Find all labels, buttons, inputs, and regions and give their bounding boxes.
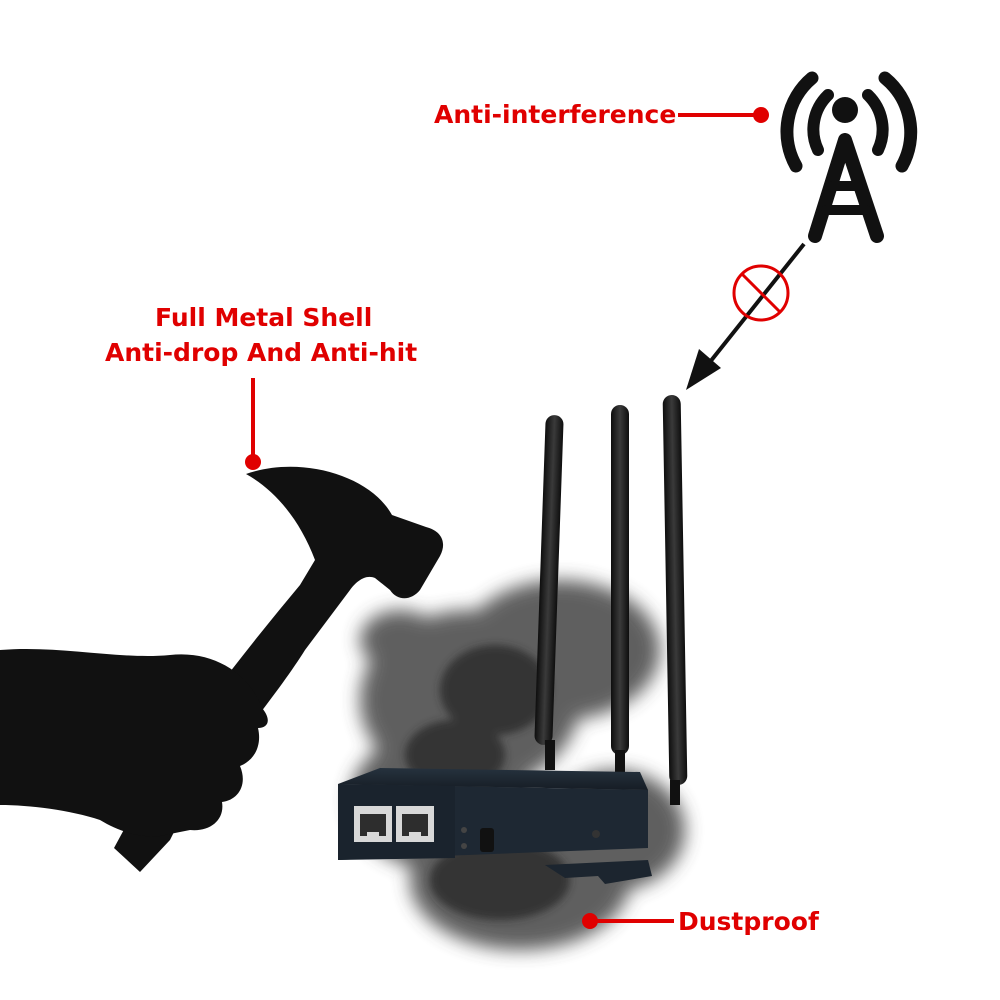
signal-tower-icon — [780, 71, 918, 243]
anti-interference-label: Anti-interference — [434, 100, 677, 129]
ethernet-port — [354, 806, 392, 842]
anti-drop-label: Anti-drop And Anti-hit — [105, 338, 418, 367]
dustproof-connector — [582, 913, 674, 929]
dust-cloud — [350, 580, 685, 950]
hammer-icon — [0, 466, 444, 872]
router-device — [338, 768, 652, 884]
anti-interference-connector — [678, 107, 769, 123]
signal-arrow — [686, 242, 806, 390]
prohibited-icon — [732, 264, 790, 322]
hammer-connector — [245, 378, 261, 470]
dustproof-label: Dustproof — [678, 907, 819, 936]
full-metal-shell-label: Full Metal Shell — [155, 303, 373, 332]
ethernet-port — [396, 806, 434, 842]
router-antennas — [534, 395, 688, 805]
